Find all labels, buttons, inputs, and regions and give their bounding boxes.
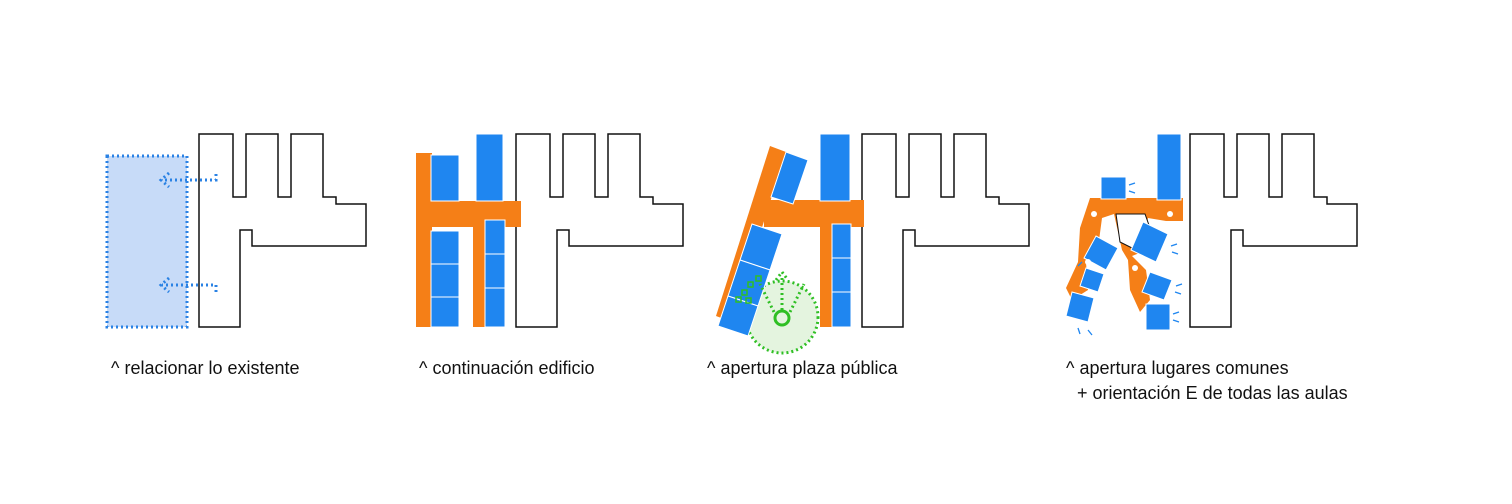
caption-relacionar: ^ relacionar lo existente (111, 358, 300, 378)
caption-continuacion: ^ continuación edificio (419, 358, 595, 378)
existing-building (861, 133, 1030, 328)
node-markers (1085, 211, 1173, 271)
caption-lugares: ^ apertura lugares comunes (1066, 358, 1289, 378)
circulation-orange (1066, 198, 1183, 312)
classroom-blocks (430, 133, 506, 328)
plaza-circle (744, 279, 820, 355)
arrow-left-dotted-icon (158, 171, 218, 189)
classroom-blocks (717, 133, 852, 337)
classroom-blocks (1065, 133, 1182, 331)
existing-building (515, 133, 684, 328)
proposed-zone (105, 154, 189, 329)
panel-relacionar (105, 133, 367, 329)
panel-lugares (1065, 133, 1358, 336)
caption-orientacion: + orientación E de todas las aulas (1077, 383, 1348, 403)
existing-building (1189, 133, 1358, 328)
caption-plaza: ^ apertura plaza pública (707, 358, 898, 378)
panel-plaza (716, 133, 1030, 355)
arrow-left-dotted-icon (158, 276, 218, 294)
green-circle-icon (773, 309, 791, 327)
plaza-rays (758, 269, 806, 313)
panel-continuacion (416, 133, 684, 328)
orientation-ticks (1077, 182, 1183, 336)
tree-icon (735, 275, 762, 304)
existing-building (198, 133, 367, 328)
